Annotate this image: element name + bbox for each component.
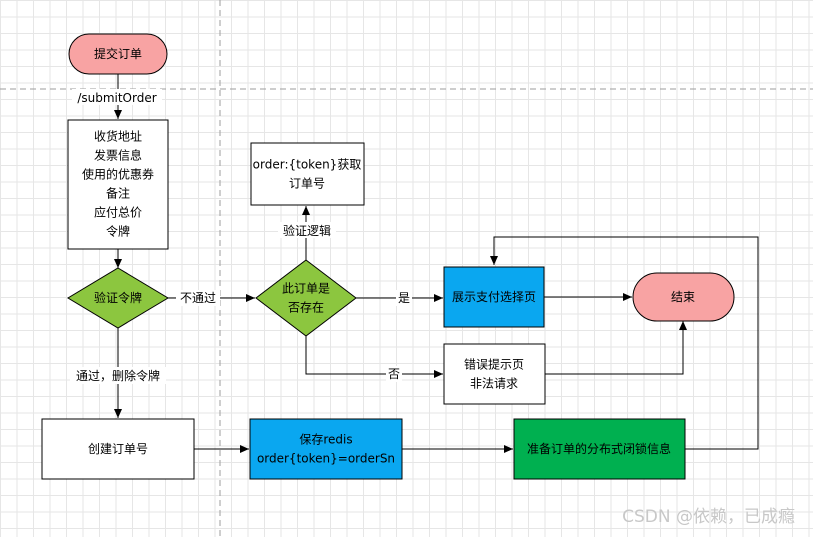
node-text-line: 结束	[671, 290, 695, 304]
get-order-no-text: order:{token}获取订单号	[253, 158, 362, 191]
end-text: 结束	[671, 290, 695, 304]
edge-label-no: 否	[386, 366, 402, 382]
node-text-line: 发票信息	[94, 148, 142, 163]
verify-logic-label: 验证逻辑	[283, 223, 331, 238]
show-payment-text: 展示支付选择页	[452, 290, 536, 304]
node-text-line: 使用的优惠券	[82, 167, 154, 182]
submit-path-label: /submitOrder	[77, 91, 156, 105]
edge-label-fail: 不通过	[176, 290, 220, 306]
order-info-text: 收货地址发票信息使用的优惠券备注应付总价令牌	[82, 129, 154, 239]
no-label: 否	[388, 367, 400, 381]
edge-label-yes: 是	[396, 290, 412, 306]
watermark: CSDN @依赖，已成瘾	[622, 507, 795, 527]
node-text-line: 准备订单的分布式闭锁信息	[527, 441, 671, 456]
node-text-line: 创建订单号	[88, 442, 148, 456]
node-text-line: 应付总价	[94, 205, 142, 220]
node-create-order-no: 创建订单号	[41, 418, 195, 480]
submit-order-text: 提交订单	[94, 46, 142, 61]
node-order-exists: 此订单是否存在	[255, 259, 357, 337]
pass-label: 通过，删除令牌	[76, 368, 160, 383]
edge-lock-to-payment	[490, 236, 759, 450]
node-text-line: 非法请求	[470, 377, 518, 391]
node-text-line: 验证令牌	[94, 290, 142, 305]
node-prepare-lock: 准备订单的分布式闭锁信息	[513, 418, 686, 480]
node-get-order-no: order:{token}获取订单号	[250, 142, 365, 206]
node-text-line: 否存在	[288, 301, 324, 315]
node-verify-token: 验证令牌	[67, 267, 169, 329]
save-redis-text: 保存redis order{token}=orderSn	[257, 433, 395, 466]
node-end: 结束	[632, 272, 735, 322]
edge-error-to-end	[545, 321, 687, 375]
create-order-no-text: 创建订单号	[88, 442, 148, 456]
node-text-line: 令牌	[106, 224, 130, 239]
node-text-line: 保存redis	[299, 433, 352, 447]
node-text-line: 提交订单	[94, 46, 142, 61]
yes-label: 是	[398, 291, 410, 305]
fail-label: 不通过	[180, 291, 216, 305]
verify-token-text: 验证令牌	[94, 290, 142, 305]
edge-label-verify-logic: 验证逻辑	[278, 222, 336, 238]
node-text-line: 展示支付选择页	[452, 290, 536, 304]
order-exists-text: 此订单是否存在	[282, 282, 330, 315]
node-text-line: order{token}=orderSn	[257, 452, 395, 466]
node-text-line: 此订单是	[282, 282, 330, 296]
node-text-line: 错误提示页	[464, 357, 524, 372]
node-submit-order: 提交订单	[68, 33, 168, 75]
node-text-line: 备注	[106, 186, 130, 201]
node-order-info: 收货地址发票信息使用的优惠券备注应付总价令牌	[67, 119, 169, 250]
node-text-line: 收货地址	[94, 129, 142, 144]
error-page-text: 错误提示页非法请求	[464, 357, 524, 391]
node-save-redis: 保存redis order{token}=orderSn	[249, 418, 403, 480]
node-error-page: 错误提示页非法请求	[443, 343, 546, 405]
edge-label-submit-path: /submitOrder	[72, 89, 162, 105]
node-text-line: 订单号	[289, 177, 325, 191]
prepare-lock-text: 准备订单的分布式闭锁信息	[527, 441, 671, 456]
edge-label-pass: 通过，删除令牌	[70, 367, 166, 384]
node-text-line: order:{token}获取	[253, 158, 362, 172]
node-show-payment: 展示支付选择页	[443, 266, 545, 328]
edge-exists-no	[305, 336, 443, 378]
